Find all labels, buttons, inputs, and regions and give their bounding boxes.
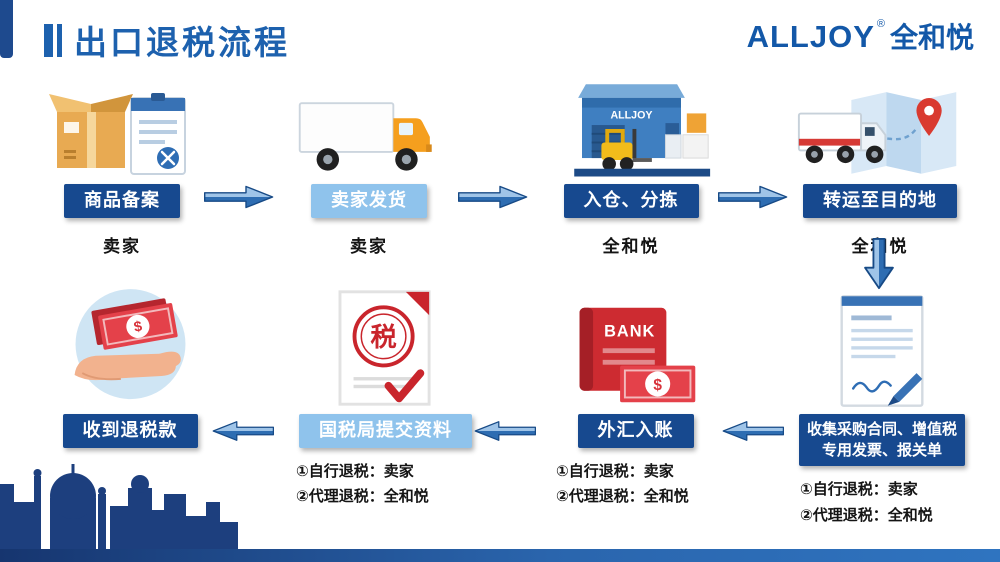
- brand-logo: ALLJOY ® 全和悦: [747, 16, 974, 56]
- city-skyline: [0, 464, 238, 550]
- flow-arrow-left-2: [474, 421, 536, 441]
- bank-text: BANK: [604, 323, 655, 341]
- step-label: 商品备案: [64, 184, 180, 218]
- flow-arrow-right-2: [458, 185, 528, 209]
- brand-logo-en: ALLJOY: [746, 19, 875, 54]
- bank-passbook-money-icon: BANK $: [568, 282, 703, 410]
- bottom-accent-bar: [0, 549, 1000, 562]
- note-agent-refund: ②代理退税：全和悦: [296, 488, 429, 506]
- title-accent-bar: [44, 23, 53, 57]
- documents-contract-icon: [834, 282, 930, 410]
- step-label: 卖家发货: [311, 184, 427, 218]
- note-agent-refund: ②代理退税：全和悦: [556, 488, 689, 506]
- truck-route-map-icon: [795, 76, 965, 180]
- step-receive-refund: $ 收到退税款: [45, 282, 215, 448]
- delivery-truck-icon: [294, 76, 444, 180]
- note-self-refund: ①自行退税：卖家: [800, 481, 918, 498]
- step-label: 外汇入账: [577, 414, 694, 448]
- title-accent-bar-2: [57, 23, 62, 57]
- tax-seal-text: 税: [370, 322, 396, 352]
- step-label: 国税局提交资料: [299, 414, 472, 448]
- step-forex-receipt: BANK $ 外汇入账 ①自行退税：卖家 ②代理退税：全和悦: [548, 282, 723, 510]
- step-transfer-destination: 转运至目的地 全和悦: [784, 76, 976, 257]
- step-actor: 卖家: [103, 236, 141, 256]
- step-label: 收集采购合同、增值税专用发票、报关单: [799, 414, 965, 466]
- step-notes: ①自行退税：卖家 ②代理退税：全和悦: [792, 477, 972, 528]
- step-actor: 卖家: [350, 236, 388, 256]
- flow-arrow-down: [864, 238, 894, 290]
- corner-accent-bar: [0, 0, 13, 58]
- step-label: 入仓、分拣: [563, 184, 699, 218]
- step-notes: ①自行退税：卖家 ②代理退税：全和悦: [548, 459, 723, 510]
- step-collect-documents: 收集采购合同、增值税专用发票、报关单 ①自行退税：卖家 ②代理退税：全和悦: [792, 282, 972, 528]
- flow-arrow-right-1: [204, 185, 274, 209]
- step-label: 收到退税款: [62, 414, 198, 448]
- page-title: 出口退税流程: [74, 24, 290, 61]
- hand-receiving-money-icon: $: [63, 282, 198, 410]
- step-submit-tax-bureau: 税 国税局提交资料 ①自行退税：卖家 ②代理退税：全和悦: [288, 282, 483, 510]
- note-agent-refund: ②代理退税：全和悦: [800, 506, 933, 524]
- flow-arrow-left-3: [722, 421, 784, 441]
- step-seller-ship: 卖家发货 卖家: [284, 76, 454, 257]
- dollar-sign-text: $: [653, 377, 662, 394]
- flow-arrow-right-3: [718, 185, 788, 209]
- step-actor: 全和悦: [602, 236, 660, 256]
- warehouse-sign-text: ALLJOY: [610, 109, 652, 121]
- registered-mark: ®: [876, 18, 885, 30]
- note-self-refund: ①自行退税：卖家: [296, 462, 414, 480]
- note-self-refund: ①自行退税：卖家: [556, 462, 674, 480]
- tax-bureau-document-icon: 税: [330, 282, 442, 410]
- flow-arrow-left-1: [212, 421, 274, 441]
- title-block: 出口退税流程: [44, 16, 290, 64]
- brand-logo-cn: 全和悦: [889, 22, 974, 53]
- step-product-registration: 商品备案 卖家: [38, 76, 206, 257]
- package-clipboard-icon: [47, 76, 197, 180]
- step-notes: ①自行退税：卖家 ②代理退税：全和悦: [288, 459, 483, 510]
- dollar-sign-text: $: [132, 319, 143, 336]
- warehouse-forklift-icon: ALLJOY: [549, 76, 714, 180]
- step-label: 转运至目的地: [803, 184, 957, 218]
- step-warehouse-sorting: ALLJOY 入仓、分拣 全和悦: [540, 76, 722, 257]
